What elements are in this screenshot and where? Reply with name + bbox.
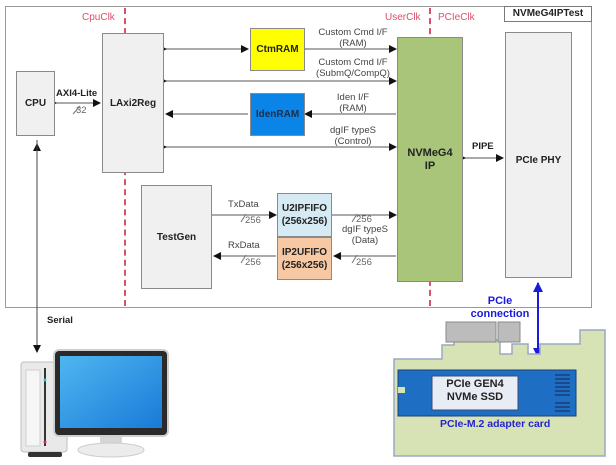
custom-cmd-submq-line2: (SubmQ/CompQ): [316, 68, 390, 79]
ip2ufifo-label: IP2UFIFO: [281, 246, 327, 258]
u2ipfifo-size: (256x256): [281, 216, 328, 227]
testgen-label: TestGen: [156, 231, 197, 243]
txdata-label: TxData: [228, 199, 259, 210]
rxdata-width: 256: [245, 257, 261, 268]
iden-if-label: Iden I/F (RAM): [308, 92, 398, 114]
dgif-control-line1: dgIF typeS: [330, 125, 376, 136]
clock-label-pcieclk: PCIeClk: [438, 12, 475, 23]
pcie-connection-label: PCIe connection: [470, 295, 530, 321]
u2ip-nvme-width: 256: [356, 214, 372, 225]
iden-if-line2: (RAM): [339, 103, 367, 114]
nvmeg4-ip-block: NVMeG4 IP: [397, 37, 463, 282]
bus-slash-rxdata: [240, 254, 247, 264]
txdata-width: 256: [245, 215, 261, 226]
ip2ufifo-block: IP2UFIFO (256x256): [277, 237, 332, 280]
laxi2reg-label: LAxi2Reg: [109, 97, 157, 109]
idenram-block: IdenRAM: [250, 93, 305, 136]
testgen-block: TestGen: [141, 185, 212, 289]
cpu-label: CPU: [24, 98, 47, 109]
dgif-data-label: dgIF typeS (Data): [335, 224, 395, 246]
cpu-block: CPU: [16, 71, 55, 136]
axi4lite-width: 32: [76, 105, 87, 116]
serial-label: Serial: [47, 315, 73, 326]
pipe-label: PIPE: [472, 141, 494, 152]
nvmeg4-ip-label-1: NVMeG4: [407, 146, 453, 159]
pcie-m2-adapter-card-icon: [393, 321, 606, 457]
axi4lite-label: AXI4-Lite: [56, 88, 98, 99]
custom-cmd-ram-line1: Custom Cmd I/F: [318, 27, 388, 38]
bus-slash-u2ip: [351, 213, 358, 223]
bus-slash-txdata: [240, 213, 247, 223]
bus-slash-ip2u: [351, 254, 358, 264]
dgif-control-label: dgIF typeS (Control): [308, 125, 398, 147]
custom-cmd-ram-line2: (RAM): [339, 38, 367, 49]
u2ipfifo-block: U2IPFIFO (256x256): [277, 193, 332, 237]
custom-cmd-ram-label: Custom Cmd I/F (RAM): [308, 27, 398, 49]
ctmram-label: CtmRAM: [256, 44, 299, 55]
adapter-card-connector: [445, 321, 521, 343]
clock-label-userclk: UserClk: [385, 12, 421, 23]
adapter-card-label: PCIe-M.2 adapter card: [440, 418, 551, 430]
u2ipfifo-label: U2IPFIFO: [281, 203, 327, 214]
ssd-label-line2: NVMe SSD: [446, 391, 504, 403]
pcie-phy-block: PCIe PHY: [505, 32, 572, 278]
iden-if-line1: Iden I/F: [336, 92, 370, 103]
bus-slash-axi: [72, 105, 81, 115]
laxi2reg-block: LAxi2Reg: [102, 33, 164, 173]
pcie-phy-label: PCIe PHY: [515, 155, 562, 166]
custom-cmd-submq-label: Custom Cmd I/F (SubmQ/CompQ): [308, 57, 398, 79]
custom-cmd-submq-line1: Custom Cmd I/F: [318, 57, 388, 68]
host-pc-icon: [20, 349, 169, 458]
diagram-title: NVMeG4IPTest: [504, 6, 592, 22]
idenram-label: IdenRAM: [255, 109, 300, 120]
ssd-label-line1: PCIe GEN4: [446, 378, 504, 390]
ssd-label: PCIe GEN4 NVMe SSD: [432, 378, 518, 404]
pc-screen: [60, 356, 162, 428]
nvme-ip2u-width: 256: [356, 257, 372, 268]
pcie-connection-line1: PCIe: [487, 295, 513, 307]
pcie-connection-line2: connection: [470, 308, 530, 320]
rxdata-label: RxData: [228, 240, 260, 251]
pc-monitor-stand: [77, 442, 145, 458]
dgif-control-line2: (Control): [334, 136, 372, 147]
nvmeg4-ip-label-2: IP: [424, 159, 436, 172]
dgif-data-line2: (Data): [351, 235, 379, 246]
ip2ufifo-size: (256x256): [281, 259, 328, 271]
ctmram-block: CtmRAM: [250, 28, 305, 71]
ssd-label-area: [431, 375, 519, 411]
clock-label-cpuclk: CpuClk: [82, 12, 115, 23]
dgif-data-line1: dgIF typeS: [342, 224, 388, 235]
